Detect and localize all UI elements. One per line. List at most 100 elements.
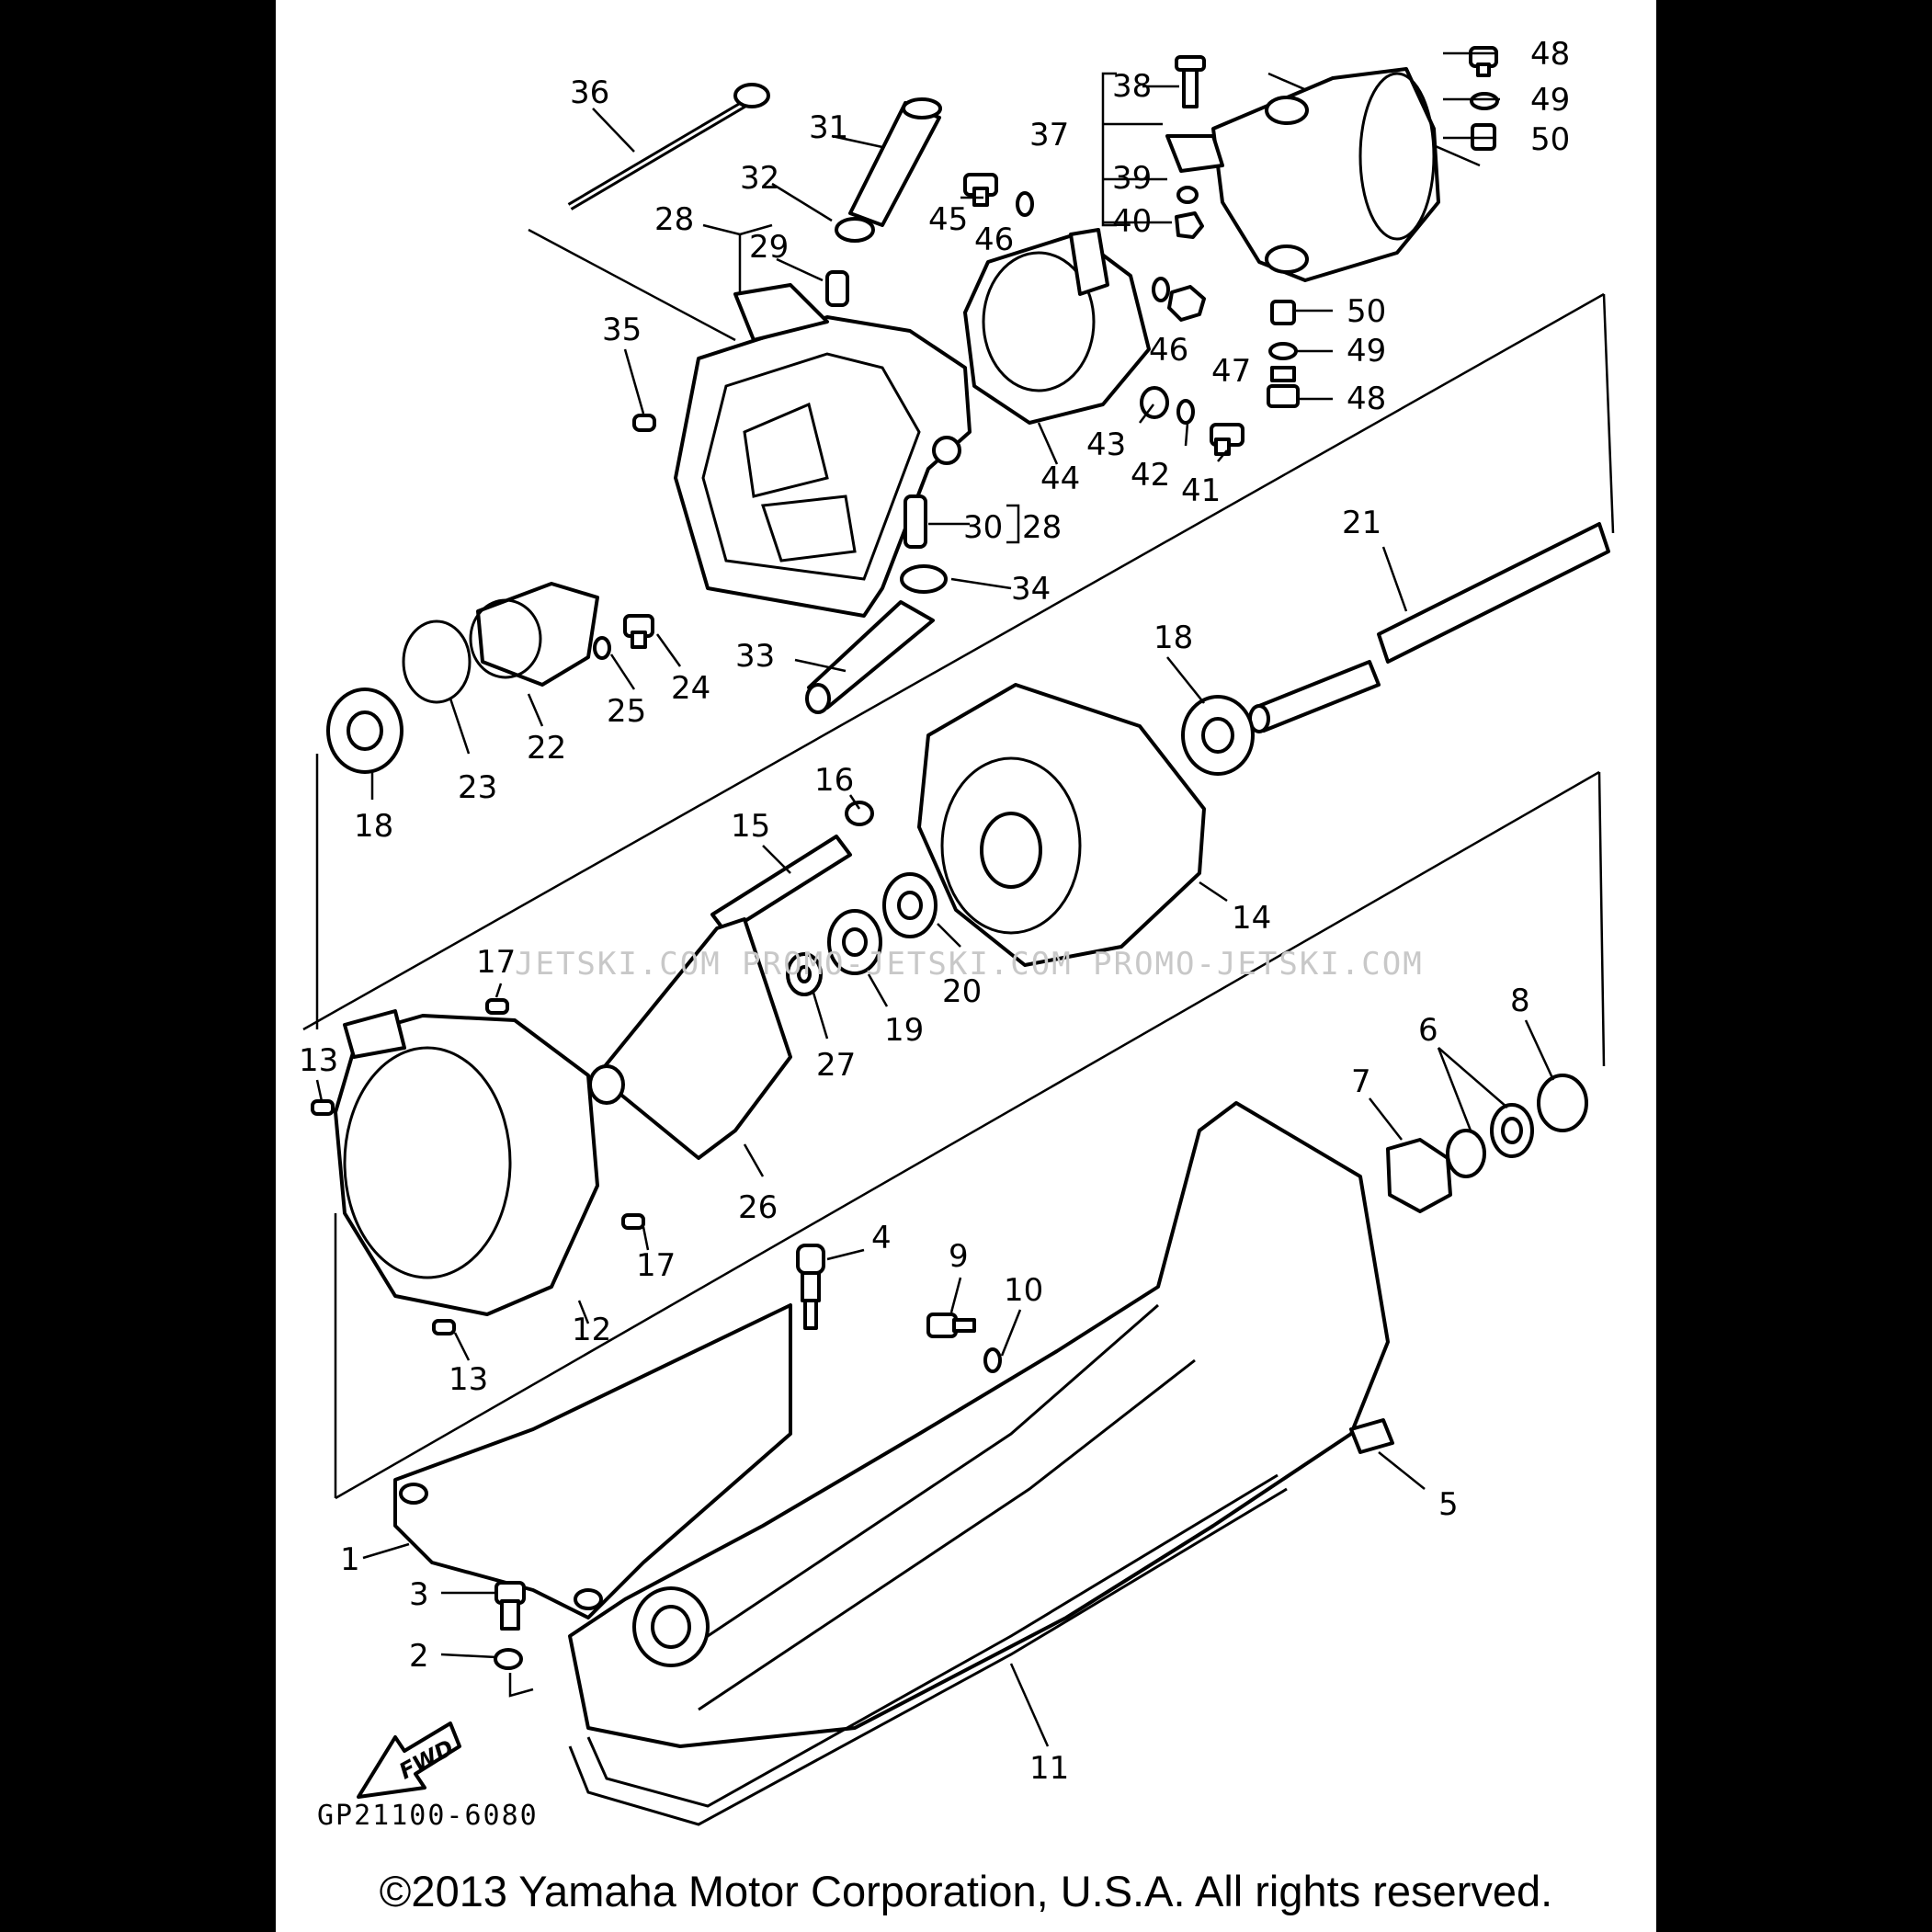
drawing-code: GP21100-6080 xyxy=(317,1800,539,1832)
hose-31 xyxy=(848,97,942,227)
callout-6: 6 xyxy=(1418,1012,1438,1049)
callout-22: 22 xyxy=(527,730,566,767)
coupling-7 xyxy=(1386,1138,1452,1213)
callout-14: 14 xyxy=(1232,900,1271,937)
jet-housing-28 xyxy=(674,283,972,618)
leader-lines xyxy=(315,51,1555,1747)
callout-46b: 46 xyxy=(1149,332,1188,369)
callout-32: 32 xyxy=(740,160,779,197)
callout-37: 37 xyxy=(1029,117,1069,153)
bearing-20 xyxy=(882,872,938,938)
callout-31: 31 xyxy=(809,109,848,146)
impeller-housing-14 xyxy=(917,683,1206,967)
callout-50a: 50 xyxy=(1530,121,1570,158)
clamp-32 xyxy=(835,217,875,243)
o-ring-23 xyxy=(402,619,472,704)
callout-21: 21 xyxy=(1342,505,1381,541)
washer-2 xyxy=(494,1648,523,1670)
callout-24: 24 xyxy=(671,670,710,707)
callout-43: 43 xyxy=(1086,426,1126,463)
callout-28b: 28 xyxy=(1022,509,1062,546)
callout-17a: 17 xyxy=(476,944,516,981)
washer-42 xyxy=(1176,399,1195,425)
copyright-notice: ©2013 Yamaha Motor Corporation, U.S.A. A… xyxy=(379,1867,1553,1915)
callout-49a: 49 xyxy=(1530,82,1570,119)
bolt-36 xyxy=(567,83,770,210)
callout-45: 45 xyxy=(928,201,968,238)
callout-23: 23 xyxy=(458,769,497,806)
diagram-sheet: FWD xyxy=(276,0,1656,1932)
bearing-19 xyxy=(827,909,882,975)
nut-47 xyxy=(1167,285,1206,322)
callout-28a: 28 xyxy=(654,201,694,238)
bolt-3 xyxy=(494,1581,526,1631)
assembly-outline-lines xyxy=(302,72,1615,1500)
callout-40: 40 xyxy=(1112,203,1152,240)
callout-18b: 18 xyxy=(1154,619,1193,656)
hull-adapter-1 xyxy=(393,1303,792,1619)
nozzle-44 xyxy=(963,228,1151,425)
pin-30 xyxy=(903,494,927,549)
impeller-26 xyxy=(588,917,792,1160)
pin-35 xyxy=(632,414,656,432)
washer-25 xyxy=(593,636,611,660)
callout-2: 2 xyxy=(409,1638,429,1675)
hose-33 xyxy=(805,600,935,714)
cap-22 xyxy=(469,582,599,687)
plate-5 xyxy=(1349,1418,1394,1454)
callout-41: 41 xyxy=(1181,472,1221,509)
callout-33: 33 xyxy=(735,638,775,675)
bearing-18-left xyxy=(326,688,403,774)
callout-46a: 46 xyxy=(974,222,1014,258)
callout-50b: 50 xyxy=(1347,293,1386,330)
callout-36: 36 xyxy=(570,74,609,111)
callout-38: 38 xyxy=(1112,68,1152,105)
fitting-29 xyxy=(825,270,849,307)
bolt-24 xyxy=(623,614,654,649)
callout-29: 29 xyxy=(749,229,789,266)
callout-16: 16 xyxy=(814,762,854,799)
callout-19: 19 xyxy=(884,1012,924,1049)
washers-46 xyxy=(1016,191,1170,302)
callout-44: 44 xyxy=(1040,460,1080,497)
callout-5: 5 xyxy=(1438,1486,1459,1523)
exploded-parts-diagram: FWD xyxy=(299,36,1615,1832)
callout-9: 9 xyxy=(949,1238,969,1275)
callout-17b: 17 xyxy=(636,1247,676,1284)
arm-assembly-37 xyxy=(1165,55,1224,239)
fwd-arrow-icon: FWD xyxy=(357,1722,461,1799)
callout-26: 26 xyxy=(738,1189,778,1226)
watermark-text: JETSKI.COM PROMO-JETSKI.COM PROMO-JETSKI… xyxy=(515,946,1424,983)
callout-15: 15 xyxy=(731,808,770,845)
callout-7: 7 xyxy=(1351,1063,1371,1100)
callout-1: 1 xyxy=(340,1541,360,1578)
clamp-16 xyxy=(845,801,874,826)
fitting-4 xyxy=(796,1244,825,1330)
gasket-11 xyxy=(568,1473,1288,1826)
callout-10: 10 xyxy=(1004,1272,1043,1309)
callout-25: 25 xyxy=(607,693,646,730)
callout-11: 11 xyxy=(1029,1750,1069,1787)
bolt-41 xyxy=(1210,423,1244,456)
callout-13b: 13 xyxy=(449,1361,488,1398)
hardware-48-49-50-lower xyxy=(1267,300,1300,408)
bolt-45 xyxy=(963,173,998,207)
callout-13a: 13 xyxy=(299,1042,338,1079)
callout-20: 20 xyxy=(942,973,982,1010)
callout-35: 35 xyxy=(602,312,642,348)
drive-shaft-21 xyxy=(1248,522,1610,733)
callout-49b: 49 xyxy=(1347,333,1386,369)
callout-12: 12 xyxy=(572,1312,611,1348)
callout-18a: 18 xyxy=(354,808,393,845)
seals-6 xyxy=(1446,1103,1534,1178)
washer-10 xyxy=(983,1347,1002,1373)
callout-30: 30 xyxy=(963,509,1003,546)
callout-47: 47 xyxy=(1211,353,1251,390)
callout-48a: 48 xyxy=(1530,36,1570,73)
callout-4: 4 xyxy=(871,1220,892,1256)
washer-27 xyxy=(786,952,823,996)
intake-grate-housing xyxy=(568,1101,1390,1748)
bolt-9 xyxy=(926,1313,976,1338)
intake-duct-12 xyxy=(334,1009,599,1316)
bearing-18-right xyxy=(1181,695,1255,776)
